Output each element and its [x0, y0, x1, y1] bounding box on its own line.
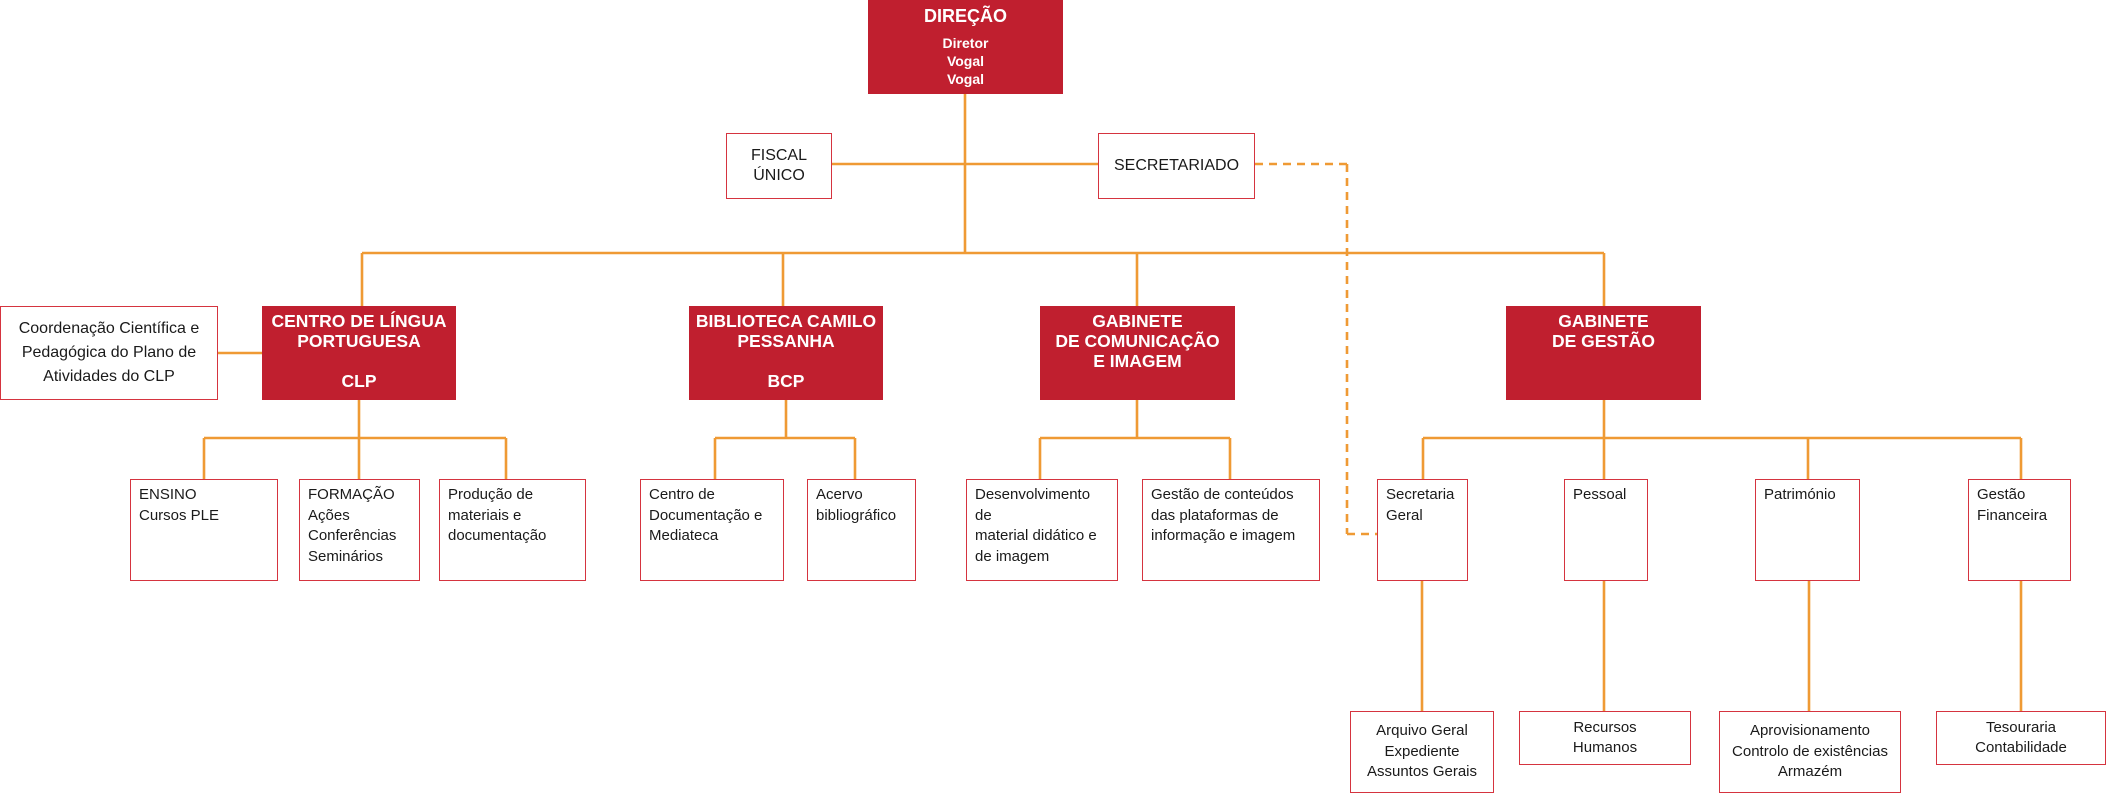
unit-line: Tesouraria	[1985, 718, 2057, 736]
unit-line: Documentação e	[649, 506, 763, 524]
fiscal-label: ÚNICO	[753, 167, 805, 184]
unit-line: Financeira	[1977, 506, 2048, 524]
unit-line: material didático e	[975, 527, 1097, 544]
direcao-member: Diretor	[942, 35, 989, 51]
unit-line: Mediateca	[649, 527, 719, 544]
secretariado-label: SECRETARIADO	[1113, 156, 1240, 174]
unit-line: Geral	[1386, 506, 1423, 524]
bcp-title: BIBLIOTECA CAMILO	[695, 311, 877, 331]
unit-line: Armazém	[1777, 763, 1843, 781]
clp-abbr: CLP	[341, 371, 377, 391]
gg-sub-arquivo-geral: Arquivo Geral Expediente Assuntos Gerais	[1350, 711, 1494, 793]
gci-title: DE COMUNICAÇÃO	[1055, 331, 1220, 351]
gg-unit-pessoal: Pessoal	[1564, 479, 1648, 581]
gg-unit-secretaria-geral: Secretaria Geral	[1377, 479, 1468, 581]
gg-sub-recursos-humanos: Recursos Humanos	[1519, 711, 1691, 765]
unit-line: Aprovisionamento	[1749, 722, 1871, 740]
unit-line: Ações	[308, 506, 350, 524]
direcao-member: Vogal	[946, 53, 985, 69]
clp-unit-formacao: FORMAÇÃO Ações Conferências Seminários	[299, 479, 420, 581]
fiscal-label: FISCAL	[750, 146, 807, 164]
unit-line: Seminários	[308, 547, 384, 565]
coordenacao-box: Coordenação Científica e Pedagógica do P…	[0, 306, 218, 400]
gg-title: DE GESTÃO	[1551, 331, 1656, 351]
bcp-box: BIBLIOTECA CAMILO PESSANHA BCP	[689, 306, 883, 400]
unit-line: informação e imagem	[1151, 527, 1296, 544]
unit-line: Acervo	[816, 486, 863, 503]
unit-line: das plataformas de	[1151, 506, 1279, 524]
bcp-unit-acervo: Acervo bibliográfico	[807, 479, 916, 581]
gg-unit-patrimonio: Património	[1755, 479, 1860, 581]
coordenacao-label: Coordenação Científica e	[18, 320, 200, 337]
direcao-member: Vogal	[946, 71, 985, 87]
direcao-box: DIREÇÃO Diretor Vogal Vogal	[868, 0, 1063, 94]
unit-line: Pessoal	[1573, 486, 1627, 503]
gci-unit-gestao-conteudos: Gestão de conteúdos das plataformas de i…	[1142, 479, 1320, 581]
unit-line: Cursos PLE	[139, 506, 220, 524]
secretariado-box: SECRETARIADO	[1098, 133, 1255, 199]
unit-line: Desenvolvimento de	[975, 486, 1091, 524]
gci-title: E IMAGEM	[1093, 351, 1182, 371]
unit-line: bibliográfico	[816, 506, 897, 524]
unit-line: Expediente	[1384, 742, 1460, 760]
unit-line: Secretaria	[1386, 486, 1455, 503]
unit-line: ENSINO	[139, 486, 197, 503]
gci-unit-desenvolvimento: Desenvolvimento de material didático e d…	[966, 479, 1118, 581]
direcao-title: DIREÇÃO	[923, 6, 1007, 26]
gci-title: GABINETE	[1092, 311, 1183, 331]
fiscal-unico-box: FISCAL ÚNICO	[726, 133, 832, 199]
unit-line: Humanos	[1572, 739, 1638, 756]
coordenacao-label: Pedagógica do Plano de	[21, 344, 197, 361]
gg-unit-gestao-financeira: Gestão Financeira	[1968, 479, 2071, 581]
unit-line: Arquivo Geral	[1376, 722, 1468, 740]
gabinete-gestao-box: GABINETE DE GESTÃO	[1506, 306, 1701, 400]
gg-sub-tesouraria: Tesouraria Contabilidade	[1936, 711, 2106, 765]
unit-line: documentação	[448, 527, 547, 544]
gabinete-comunicacao-box: GABINETE DE COMUNICAÇÃO E IMAGEM	[1040, 306, 1235, 400]
gg-title: GABINETE	[1558, 311, 1649, 331]
clp-title: PORTUGUESA	[297, 331, 421, 351]
unit-line: Contabilidade	[1975, 739, 2067, 756]
unit-line: Controlo de existências	[1732, 742, 1888, 760]
unit-line: Assuntos Gerais	[1366, 763, 1478, 781]
unit-line: Centro de	[649, 486, 715, 503]
unit-line: FORMAÇÃO	[308, 486, 395, 503]
unit-line: Gestão de conteúdos	[1151, 486, 1294, 503]
unit-line: materiais e	[448, 506, 522, 524]
clp-title: CENTRO DE LÍNGUA	[271, 311, 447, 331]
unit-line: Recursos	[1573, 718, 1637, 736]
coordenacao-label: Atividades do CLP	[43, 368, 175, 385]
clp-box: CENTRO DE LÍNGUA PORTUGUESA CLP	[262, 306, 456, 400]
bcp-title: PESSANHA	[737, 331, 835, 351]
unit-line: Património	[1764, 486, 1836, 503]
gg-sub-aprovisionamento: Aprovisionamento Controlo de existências…	[1719, 711, 1901, 793]
unit-line: Conferências	[308, 527, 397, 544]
unit-line: Produção de	[448, 486, 534, 503]
clp-unit-ensino: ENSINO Cursos PLE	[130, 479, 278, 581]
clp-unit-producao: Produção de materiais e documentação	[439, 479, 586, 581]
unit-line: Gestão	[1977, 486, 2026, 503]
unit-line: de imagem	[975, 547, 1050, 565]
bcp-unit-centro-documentacao: Centro de Documentação e Mediateca	[640, 479, 784, 581]
bcp-abbr: BCP	[767, 371, 805, 391]
